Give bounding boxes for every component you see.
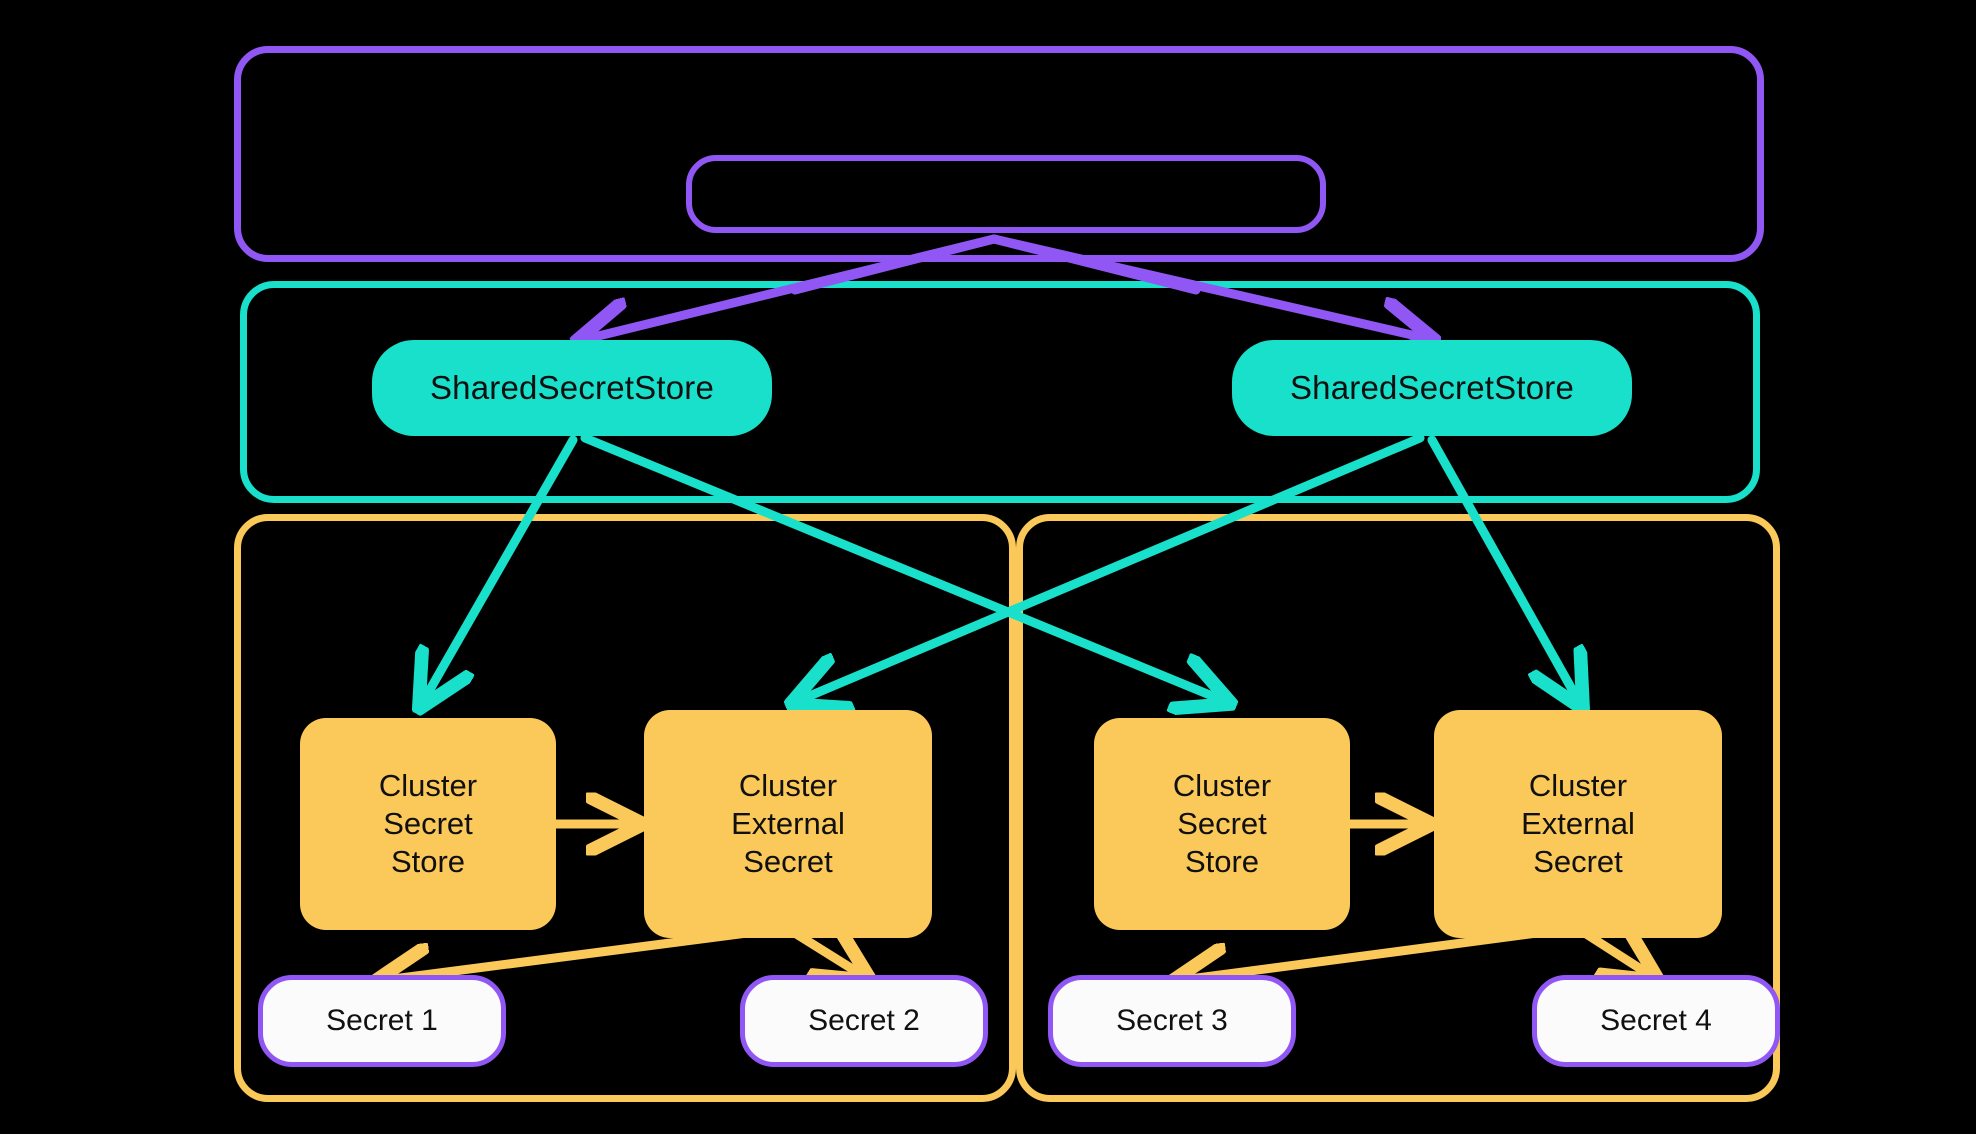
edge-hub-stub-left bbox=[790, 234, 999, 295]
shared-secret-store-left-label: SharedSecretStore bbox=[429, 369, 715, 406]
node-shared-secret-store-right[interactable]: SharedSecretStore bbox=[1232, 340, 1632, 436]
cluster-secret-store-right-line-1: Cluster bbox=[1172, 768, 1272, 804]
node-secret-1[interactable]: Secret 1 bbox=[258, 975, 506, 1067]
edge-hub-stub-right bbox=[989, 234, 1201, 295]
node-cluster-secret-store-left[interactable]: Cluster Secret Store bbox=[300, 718, 556, 930]
secret-4-label: Secret 4 bbox=[1600, 1004, 1712, 1037]
cluster-secret-store-right-line-3: Store bbox=[1184, 843, 1260, 879]
shared-secret-store-right-label: SharedSecretStore bbox=[1289, 369, 1575, 406]
node-secret-3[interactable]: Secret 3 bbox=[1048, 975, 1296, 1067]
cluster-external-secret-left-line-1: Cluster bbox=[738, 768, 838, 804]
secret-1-label: Secret 1 bbox=[326, 1004, 438, 1037]
edge-ces-right-to-secret-3 bbox=[1182, 925, 1565, 980]
cluster-external-secret-left-line-3: Secret bbox=[743, 843, 833, 879]
cluster-secret-store-left-line-1: Cluster bbox=[378, 768, 478, 804]
cluster-secret-store-left-line-2: Secret bbox=[383, 806, 473, 842]
cluster-external-secret-left-line-2: External bbox=[731, 806, 845, 842]
cluster-external-secret-right-line-3: Secret bbox=[1533, 843, 1623, 879]
edge-shared-left-to-css-left bbox=[424, 435, 578, 700]
edge-shared-right-to-ces-right bbox=[1427, 435, 1578, 700]
node-cluster-secret-store-right[interactable]: Cluster Secret Store bbox=[1094, 718, 1350, 930]
edge-ces-left-to-secret-1 bbox=[385, 925, 775, 980]
inner-pill-node[interactable] bbox=[686, 155, 1326, 233]
secret-3-label: Secret 3 bbox=[1116, 1004, 1228, 1037]
cluster-external-secret-right-line-2: External bbox=[1521, 806, 1635, 842]
secret-2-label: Secret 2 bbox=[808, 1004, 920, 1037]
node-cluster-external-secret-left[interactable]: Cluster External Secret bbox=[644, 710, 932, 938]
node-shared-secret-store-left[interactable]: SharedSecretStore bbox=[372, 340, 772, 436]
cluster-external-secret-right-line-1: Cluster bbox=[1528, 768, 1628, 804]
node-secret-2[interactable]: Secret 2 bbox=[740, 975, 988, 1067]
cluster-secret-store-right-line-2: Secret bbox=[1177, 806, 1267, 842]
edge-shared-right-to-ces-left bbox=[800, 433, 1425, 700]
edge-shared-left-to-css-right bbox=[580, 433, 1222, 700]
cluster-secret-store-left-line-3: Store bbox=[390, 843, 466, 879]
node-secret-4[interactable]: Secret 4 bbox=[1532, 975, 1780, 1067]
node-cluster-external-secret-right[interactable]: Cluster External Secret bbox=[1434, 710, 1722, 938]
